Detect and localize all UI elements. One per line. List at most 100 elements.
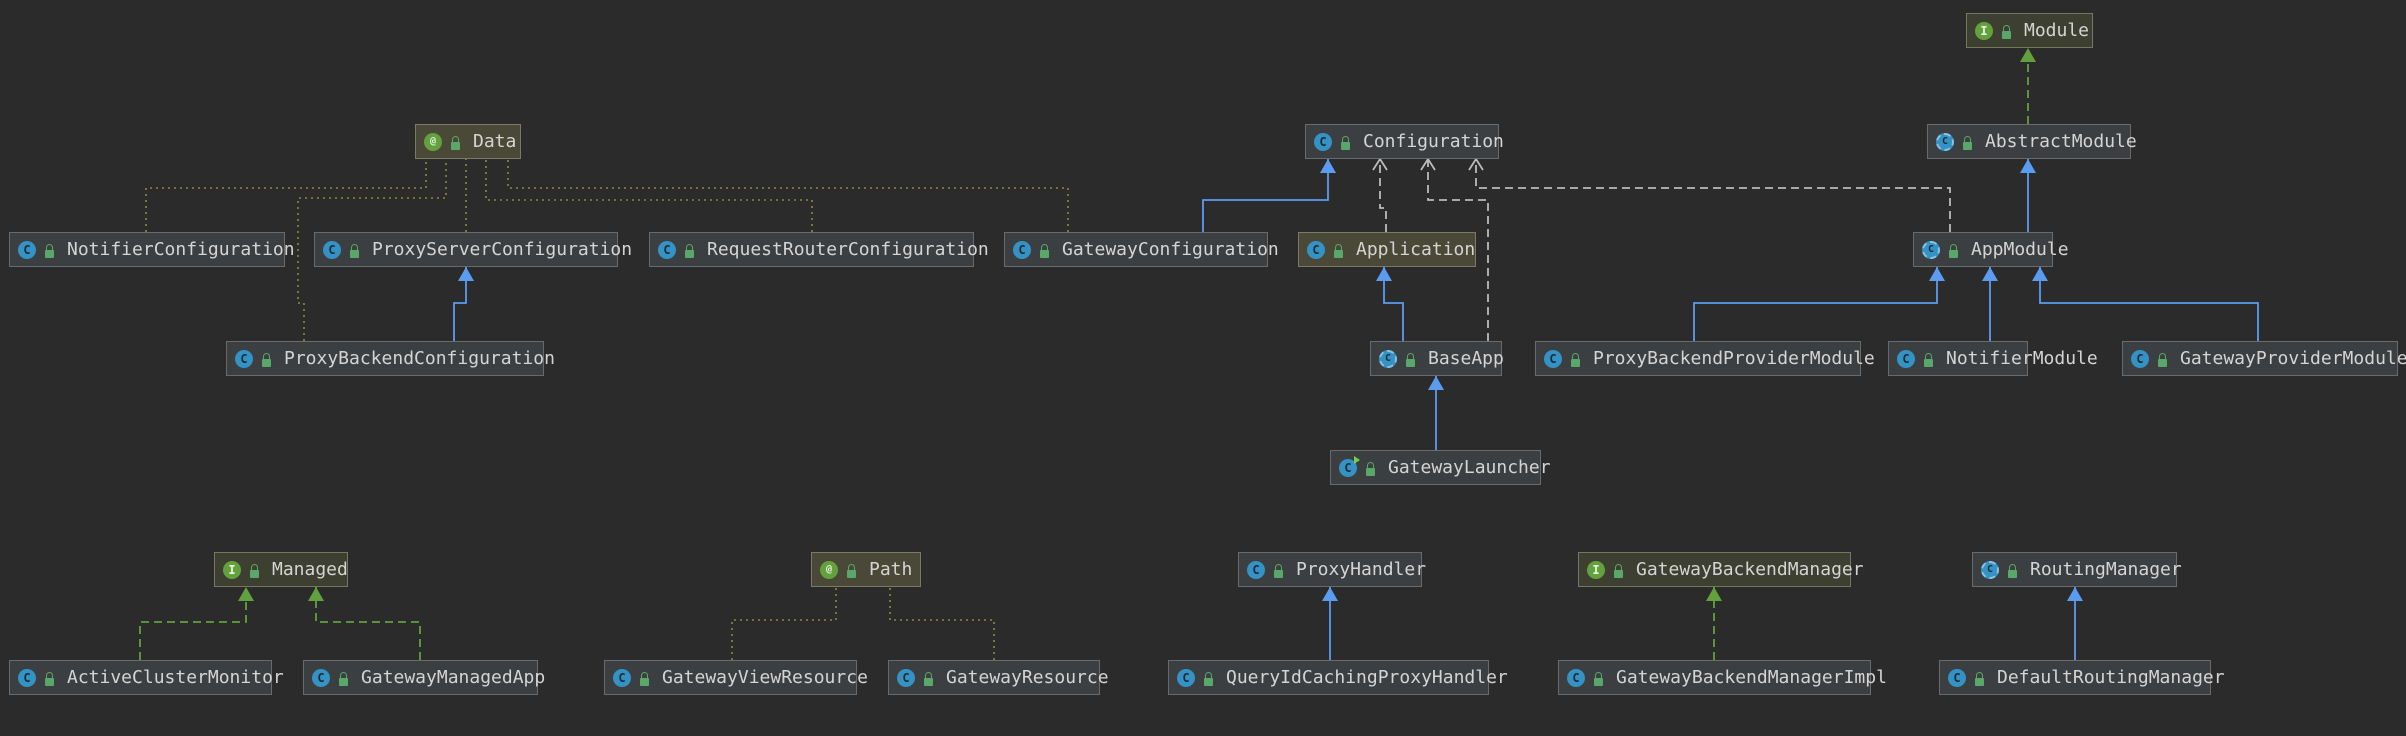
edge-extends-gatewayconfiguration-to-configuration [1202,159,1336,232]
node-label: NotifierConfiguration [67,238,295,260]
public-visibility-icon [1364,460,1376,476]
public-visibility-icon [1038,242,1050,258]
public-visibility-icon [1947,242,1959,258]
node-gatewaybackendmanagerimpl[interactable]: C GatewayBackendManagerImpl [1558,660,1887,695]
class-kind-icon: C [1544,349,1562,368]
abstract-kind-icon: C [1936,132,1954,151]
edge-extends-appmodule-to-abstractmodule [2020,159,2036,232]
node-label: RoutingManager [2030,558,2182,580]
public-visibility-icon [1922,351,1934,367]
edge-annotated-gatewayconfiguration-to-data [507,159,1069,232]
edge-uses-baseapp-to-configuration [1420,157,1489,341]
abstract-kind-icon: C [1379,349,1397,368]
node-label: RequestRouterConfiguration [707,238,989,260]
public-visibility-icon [43,242,55,258]
node-label: ProxyHandler [1296,558,1427,580]
interface-kind-icon: I [1975,21,1993,40]
mainclass-kind-icon: C [1339,455,1360,477]
node-requestrouterconfiguration[interactable]: C RequestRouterConfiguration [649,232,989,267]
node-label: AbstractModule [1985,130,2137,152]
node-label: Application [1356,238,1476,260]
node-label: GatewayConfiguration [1062,238,1279,260]
public-visibility-icon [1961,134,1973,150]
edge-implements-gatewaymanagedapp-to-managed [308,587,421,660]
class-kind-icon: C [897,668,915,687]
edge-annotated-notifierconfiguration-to-data [145,159,427,232]
edge-extends-queryidcachingproxyhandler-to-proxyhandler [1322,587,1338,660]
node-label: ProxyBackendConfiguration [284,347,555,369]
public-visibility-icon [2000,23,2012,39]
node-proxyhandler[interactable]: C ProxyHandler [1238,552,1426,587]
node-label: ProxyServerConfiguration [372,238,633,260]
public-visibility-icon [260,351,272,367]
class-kind-icon: C [1567,668,1585,687]
edge-implements-abstractmodule-to-module [2020,48,2036,124]
edge-annotated-proxybackendconfiguration-to-data [297,159,447,341]
public-visibility-icon [638,670,650,686]
public-visibility-icon [449,134,461,150]
class-kind-icon: C [658,240,676,259]
class-kind-icon: C [18,668,36,687]
node-proxyserverconfiguration[interactable]: C ProxyServerConfiguration [314,232,632,267]
public-visibility-icon [1332,242,1344,258]
public-visibility-icon [348,242,360,258]
node-application[interactable]: C Application [1298,232,1476,267]
edge-extends-gatewaylauncher-to-baseapp [1428,376,1444,450]
edge-implements-gatewaybackendmanagerimpl-to-gatewaybackendmanager [1706,587,1722,660]
edge-extends-defaultroutingmanager-to-routingmanager [2067,587,2083,660]
edge-extends-baseapp-to-application [1376,267,1404,341]
edge-annotated-gatewayresource-to-path [889,587,995,660]
node-label: GatewayBackendManagerImpl [1616,666,1887,688]
annotation-kind-icon: @ [424,132,442,151]
node-label: GatewayLauncher [1388,456,1551,478]
edge-extends-proxybackendprovidermodule-to-appmodule [1693,267,1945,341]
public-visibility-icon [1973,670,1985,686]
class-kind-icon: C [18,240,36,259]
edge-uses-appmodule-to-configuration [1468,157,1951,232]
class-kind-icon: C [1247,560,1265,579]
node-proxybackendprovidermodule[interactable]: C ProxyBackendProviderModule [1535,341,1875,376]
node-label: Path [869,558,913,580]
node-notifierconfiguration[interactable]: C NotifierConfiguration [9,232,295,267]
node-label: GatewayManagedApp [361,666,546,688]
interface-kind-icon: I [223,560,241,579]
public-visibility-icon [1404,351,1416,367]
node-gatewaylauncher[interactable]: C GatewayLauncher [1330,450,1551,485]
public-visibility-icon [683,242,695,258]
abstract-kind-icon: C [1922,240,1940,259]
node-label: BaseApp [1428,347,1504,369]
node-label: ProxyBackendProviderModule [1593,347,1875,369]
node-abstractmodule[interactable]: C AbstractModule [1927,124,2137,159]
node-path[interactable]: @Path [811,552,921,587]
edge-extends-notifiermodule-to-appmodule [1982,267,1998,341]
class-kind-icon: C [1948,668,1966,687]
public-visibility-icon [2156,351,2168,367]
node-baseapp[interactable]: C BaseApp [1370,341,1504,376]
edge-uses-application-to-configuration [1372,157,1388,232]
edge-annotated-requestrouterconfiguration-to-data [485,159,813,232]
class-kind-icon: C [1307,240,1325,259]
public-visibility-icon [1272,562,1284,578]
class-kind-icon: C [2131,349,2149,368]
public-visibility-icon [1612,562,1624,578]
node-data[interactable]: @Data [415,124,521,159]
class-kind-icon: C [323,240,341,259]
